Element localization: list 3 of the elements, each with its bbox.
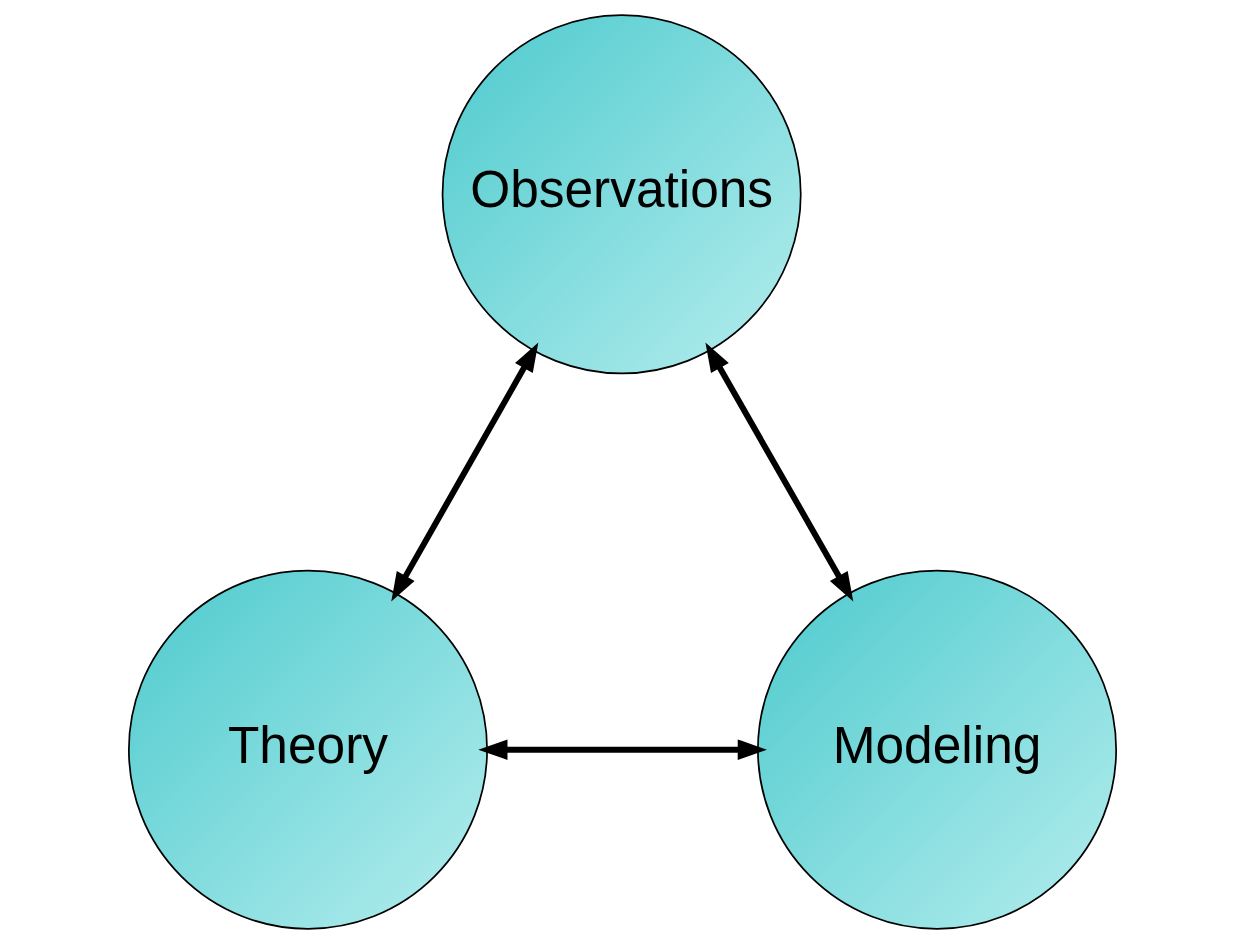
arrow [705,342,854,602]
arrow [478,739,767,760]
arrow [391,342,539,602]
